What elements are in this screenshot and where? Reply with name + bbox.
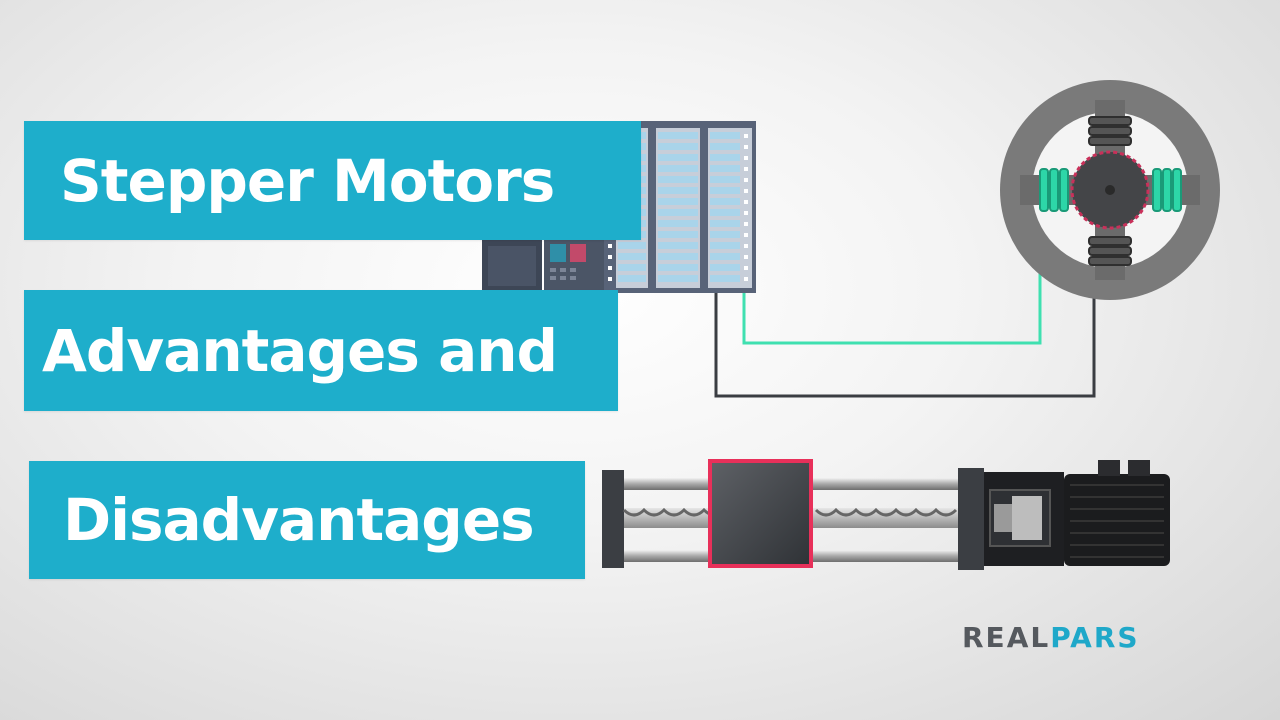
title-line-1: Stepper Motors [24, 121, 641, 240]
signal-wire [742, 186, 1042, 345]
ground-wire [714, 260, 1096, 398]
logo-part-2: PARS [1050, 620, 1140, 654]
stepper-motor-icon [1000, 80, 1220, 300]
logo-part-1: REAL [962, 620, 1051, 654]
title-line-3: Disadvantages [29, 461, 585, 579]
linear-actuator-icon [602, 459, 1170, 570]
title-line-2: Advantages and [24, 290, 618, 411]
